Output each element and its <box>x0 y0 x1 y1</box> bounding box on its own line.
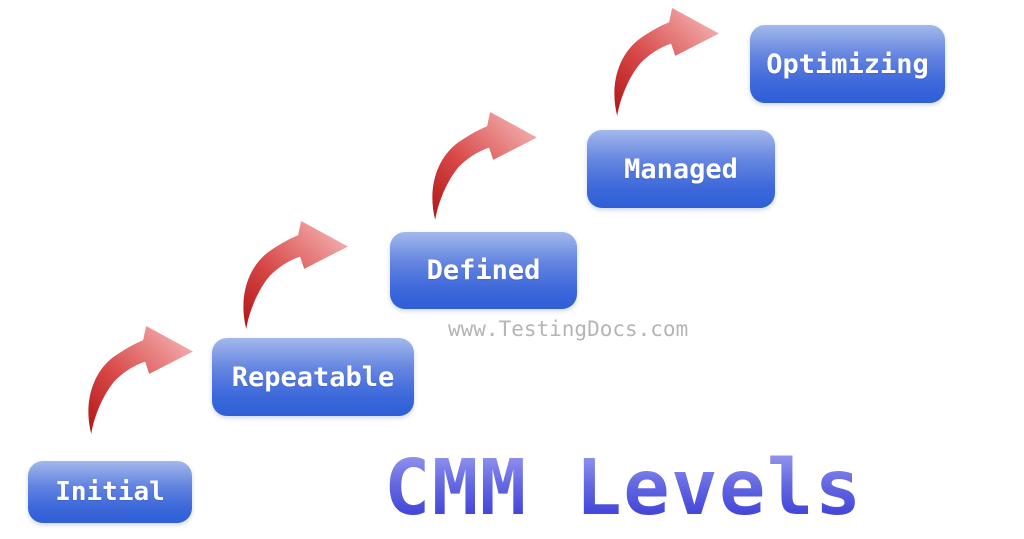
watermark-text: www.TestingDocs.com <box>448 317 689 341</box>
level-label: Managed <box>624 153 738 185</box>
curved-arrow-icon <box>614 8 719 116</box>
level-label: Optimizing <box>766 48 929 80</box>
level-box-defined: Defined <box>390 232 577 309</box>
curved-arrow-icon <box>432 112 537 220</box>
level-label: Initial <box>55 477 165 507</box>
curved-arrow-icon <box>88 326 193 434</box>
level-box-managed: Managed <box>587 130 775 208</box>
level-label: Repeatable <box>231 361 395 393</box>
level-label: Defined <box>426 255 541 286</box>
diagram-title: CMM Levels <box>384 443 863 535</box>
level-box-initial: Initial <box>28 461 192 523</box>
level-box-repeatable: Repeatable <box>212 338 414 416</box>
level-box-optimizing: Optimizing <box>750 25 945 103</box>
curved-arrow-icon <box>243 221 348 329</box>
